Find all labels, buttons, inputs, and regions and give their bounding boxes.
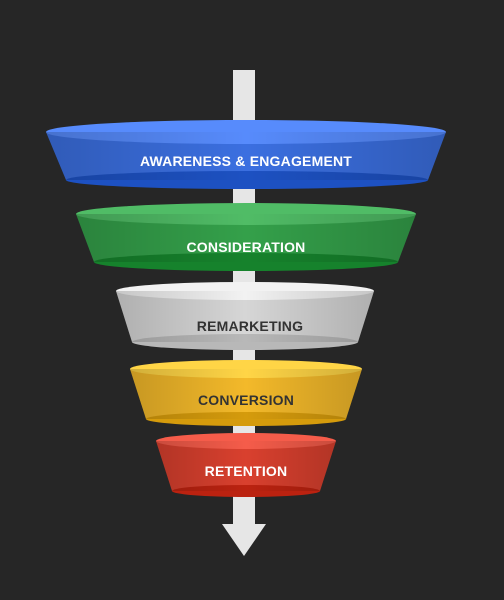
funnel-stage-awareness: AWARENESS & ENGAGEMENT — [46, 120, 446, 189]
stage-shade — [130, 369, 362, 419]
funnel-stage-consideration: CONSIDERATION — [76, 203, 416, 271]
stage-shade — [156, 441, 336, 491]
stage-label: REMARKETING — [197, 318, 303, 334]
stage-shade — [76, 214, 416, 262]
stage-shade — [46, 132, 446, 180]
stage-label: RETENTION — [205, 463, 288, 479]
funnel-stage-conversion: CONVERSION — [130, 360, 362, 426]
arrow-head-icon — [222, 524, 266, 556]
stage-label: CONSIDERATION — [186, 239, 305, 255]
funnel-stage-remarketing: REMARKETING — [116, 282, 374, 350]
stage-label: AWARENESS & ENGAGEMENT — [140, 153, 352, 169]
funnel-stage-retention: RETENTION — [156, 433, 336, 497]
stage-shade — [116, 291, 374, 342]
stage-label: CONVERSION — [198, 392, 294, 408]
